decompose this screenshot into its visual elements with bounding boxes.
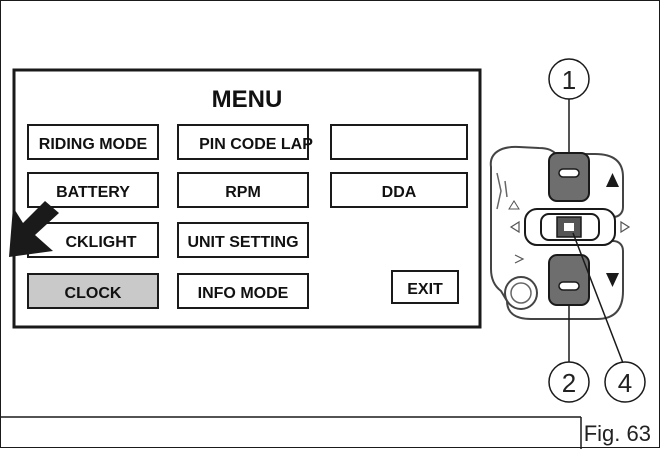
menu-item-label: RIDING MODE [39, 136, 148, 153]
right-arrow-icon [620, 220, 631, 234]
menu-item-label: RPM [225, 184, 261, 201]
menu-item-info-mode[interactable]: INFO MODE [177, 273, 309, 309]
menu-item-label: UNIT SETTING [187, 234, 298, 251]
figure-label: Fig. 63 [584, 421, 651, 446]
menu-item-label: INFO MODE [198, 285, 289, 302]
up-small-arrow-icon [508, 200, 520, 210]
menu-item-label: DDA [382, 184, 417, 201]
menu-item-label: CKLIGHT [65, 234, 136, 251]
leader-line-4 [572, 232, 624, 364]
menu-item-unit-setting[interactable]: UNIT SETTING [177, 222, 309, 258]
menu-item-pin-code-lap[interactable]: PIN CODE LAP [177, 124, 313, 160]
menu-item-dda[interactable]: DDA [330, 172, 468, 208]
menu-item-battery[interactable]: BATTERY [27, 172, 159, 208]
menu-item-backlight[interactable]: CKLIGHT [27, 222, 159, 258]
callout-number: 2 [562, 368, 576, 398]
menu-item-blank[interactable] [330, 124, 468, 160]
menu-item-riding-mode[interactable]: RIDING MODE [27, 124, 159, 160]
menu-item-label: EXIT [407, 281, 443, 298]
callout-number: 1 [562, 65, 576, 95]
menu-item-label: CLOCK [65, 285, 122, 302]
menu-item-label: BATTERY [56, 184, 130, 201]
callout-1: 1 [548, 58, 590, 100]
down-arrow-icon [606, 273, 619, 287]
menu-item-rpm[interactable]: RPM [177, 172, 309, 208]
callout-2: 2 [548, 361, 590, 403]
callout-number: 4 [618, 368, 632, 398]
knob-icon [504, 276, 538, 310]
down-button[interactable] [514, 254, 619, 306]
menu-item-exit[interactable]: EXIT [391, 270, 459, 304]
menu-item-clock[interactable]: CLOCK [27, 273, 159, 309]
menu-item-label: PIN CODE LAP [199, 136, 313, 153]
left-arrow-icon [509, 220, 520, 234]
callout-4: 4 [604, 361, 646, 403]
menu-title: MENU [212, 86, 283, 113]
up-arrow-icon [606, 173, 619, 187]
joystick-button[interactable] [508, 200, 631, 246]
selected-highlight [27, 273, 159, 309]
pointer-arrow-icon [9, 201, 59, 257]
